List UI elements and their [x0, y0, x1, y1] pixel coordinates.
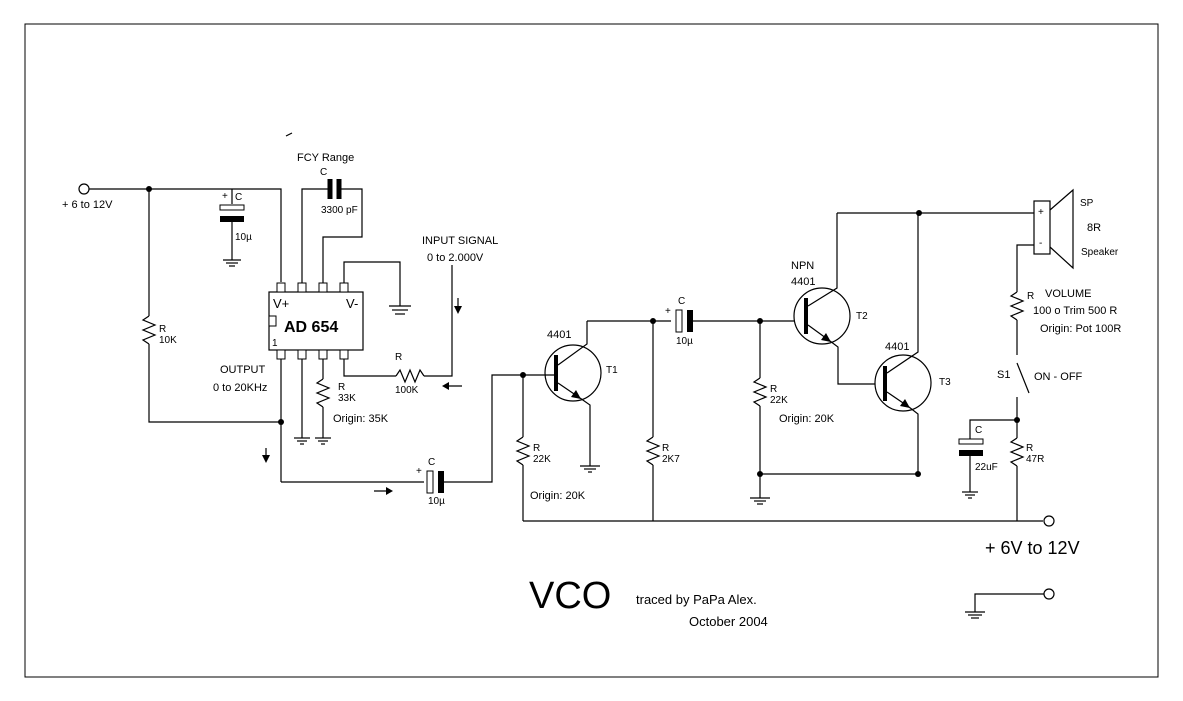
transistor-t1 [523, 321, 602, 473]
t1-bias-network [515, 318, 671, 521]
r-22k-t1-value: 22K [533, 454, 551, 465]
output-range: 0 to 20KHz [213, 382, 267, 394]
r-100k-letter: R [395, 352, 402, 363]
r-22k-t2-value: 22K [770, 395, 788, 406]
transistor-t3 [874, 213, 932, 474]
fcy-cap-letter: C [320, 167, 327, 178]
timing-capacitor-3300pf [301, 179, 363, 283]
speaker-minus: - [1039, 238, 1042, 249]
fcy-cap-value: 3300 pF [321, 205, 358, 216]
output-label: OUTPUT [220, 364, 266, 376]
r-2k7-value: 2K7 [662, 454, 680, 465]
signal-arrows [262, 132, 462, 495]
t2-npn-label: NPN [791, 260, 814, 272]
switch-on-off: ON - OFF [1034, 371, 1083, 383]
drawing-frame [24, 23, 1159, 678]
t2-part: 4401 [791, 276, 815, 288]
supply-input-terminal [78, 183, 90, 195]
input-signal-range: 0 to 2.000V [427, 252, 484, 264]
cap2-letter: C [678, 296, 685, 307]
r-47r-letter: R [1026, 443, 1033, 454]
coupling-capacitor-1 [426, 372, 526, 494]
r-33k-letter: R [338, 382, 345, 393]
ic-pin-vplus: V+ [273, 296, 289, 311]
speaker-label: Speaker [1081, 247, 1119, 258]
decoupling-cap-c: C [235, 192, 242, 203]
supply-output-terminal [1043, 515, 1055, 527]
supply-input-label: + 6 to 12V [62, 199, 113, 211]
ic-ad654 [268, 282, 364, 360]
t2-bias-network [750, 321, 921, 505]
r-22k-t2-letter: R [770, 384, 777, 395]
t3-part: 4401 [885, 341, 909, 353]
ground-terminal [965, 588, 1055, 619]
date: October 2004 [689, 614, 768, 629]
cap2-value: 10µ [676, 336, 693, 347]
credit: traced by PaPa Alex. [636, 592, 757, 607]
decoupling-cap-plus: + [222, 191, 228, 202]
volume-and-switch [958, 291, 1030, 521]
decoupling-capacitor-10u [219, 189, 245, 267]
ic-bottom-wiring [280, 265, 453, 483]
r-2k7-letter: R [662, 443, 669, 454]
cap-22uf-value: 22uF [975, 462, 998, 473]
volume-label: VOLUME [1045, 288, 1091, 300]
t2-label: T2 [856, 311, 868, 322]
ic-pin-vminus: V- [346, 296, 358, 311]
fcy-range-label: FCY Range [297, 152, 354, 164]
volume-r-letter: R [1027, 291, 1034, 302]
speaker-sp: SP [1080, 198, 1094, 209]
t1-part: 4401 [547, 329, 571, 341]
switch-s1: S1 [997, 369, 1010, 381]
input-signal-label: INPUT SIGNAL [422, 235, 498, 247]
speaker-plus: + [1038, 207, 1044, 218]
supply-output-label: + 6V to 12V [985, 538, 1080, 558]
r-33k-value: 33K [338, 393, 356, 404]
cap1-plus: + [416, 466, 422, 477]
decoupling-cap-value: 10µ [235, 232, 252, 243]
volume-origin: Origin: Pot 100R [1040, 323, 1121, 335]
r-100k-value: 100K [395, 385, 419, 396]
r-22k-t1-letter: R [533, 443, 540, 454]
speaker [1016, 188, 1074, 292]
t3-label: T3 [939, 377, 951, 388]
t1-label: T1 [606, 365, 618, 376]
cap2-plus: + [665, 306, 671, 317]
r-10k-value: 10K [159, 335, 177, 346]
cap-22uf-letter: C [975, 425, 982, 436]
title: VCO [529, 575, 611, 617]
ic-pin-one: 1 [272, 338, 278, 349]
speaker-8r: 8R [1087, 222, 1101, 234]
origin-35k: Origin: 35K [333, 413, 389, 425]
cap1-letter: C [428, 457, 435, 468]
cap1-value: 10µ [428, 496, 445, 507]
origin-20k-t2: Origin: 20K [779, 413, 835, 425]
r-47r-value: 47R [1026, 454, 1044, 465]
ic-name: AD 654 [284, 319, 338, 336]
ic-top-right-ground [343, 261, 411, 315]
volume-trim: 100 o Trim 500 R [1033, 305, 1117, 317]
r-10k-letter: R [159, 324, 166, 335]
bottom-supply-rail [523, 515, 1055, 527]
coupling-capacitor-2 [675, 309, 797, 333]
origin-20k-t1: Origin: 20K [530, 490, 586, 502]
